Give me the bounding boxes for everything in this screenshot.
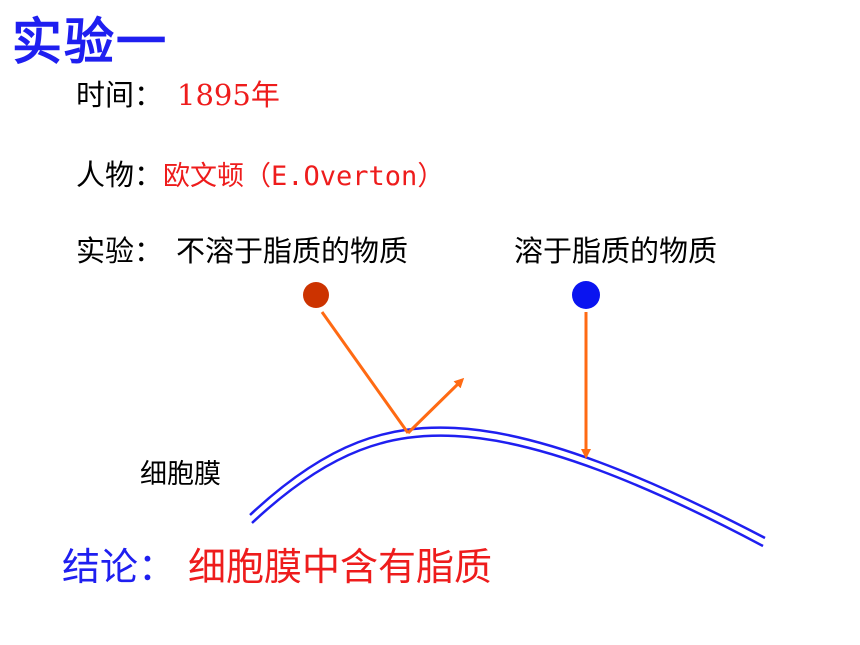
experiment-label: 实验： [76,234,164,268]
conclusion-text: 细胞膜中含有脂质 [188,545,493,589]
person-label: 人物： [76,158,164,192]
insoluble-substance-ball [303,282,329,308]
person-value: 欧文顿（E.Overton） [163,161,445,192]
conclusion-row: 结论：细胞膜中含有脂质 [62,536,492,591]
person-row: 人物：欧文顿（E.Overton） [76,152,444,194]
membrane-label: 细胞膜 [140,459,221,490]
time-row: 时间： 1895年 [76,72,280,114]
conclusion-label: 结论： [62,545,177,589]
soluble-substance-label: 溶于脂质的物质 [514,234,718,268]
incoming-arrow-line [320,311,410,434]
soluble-substance-ball [572,281,600,309]
insoluble-substance-label: 不溶于脂质的物质 [176,234,409,268]
reflected-arrow [406,377,465,435]
time-value: 1895年 [177,78,280,112]
membrane-outer-line [249,426,766,540]
membrane-inner-line [251,434,764,548]
page-title: 实验一 [12,13,168,71]
time-label: 时间： [76,78,164,112]
